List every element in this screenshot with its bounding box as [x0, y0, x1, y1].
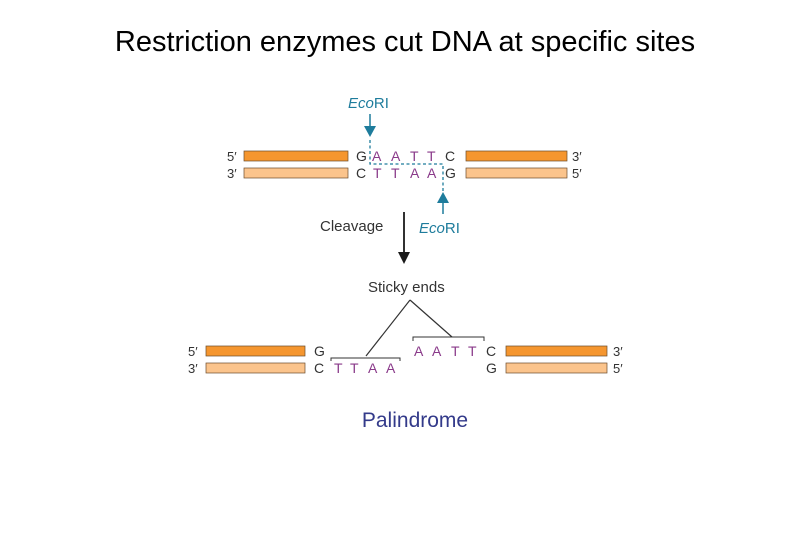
end-label: 5′ [188, 344, 198, 359]
base: A [368, 360, 378, 376]
base: G [356, 148, 367, 164]
base: A [427, 165, 437, 181]
end-label: 5′ [572, 166, 582, 181]
end-label: 5′ [227, 149, 237, 164]
base: T [410, 148, 419, 164]
base: T [468, 343, 477, 359]
base: T [427, 148, 436, 164]
base: T [334, 360, 343, 376]
base: A [410, 165, 420, 181]
cleavage-arrow-head [398, 252, 410, 264]
base: C [314, 360, 324, 376]
end-label: 3′ [227, 166, 237, 181]
base: A [432, 343, 442, 359]
overhang-bracket [412, 336, 485, 341]
base: G [486, 360, 497, 376]
dna-top-right [465, 150, 568, 179]
base: T [391, 165, 400, 181]
dna-left-fragment [205, 345, 306, 374]
overhang-bracket [330, 357, 401, 361]
ecori-label-bottom: EcoRI [419, 220, 460, 237]
dna-top-left [243, 150, 349, 179]
base: C [486, 343, 496, 359]
base: T [350, 360, 359, 376]
dna-right-fragment [505, 345, 608, 374]
end-label: 3′ [572, 149, 582, 164]
end-label: 5′ [613, 361, 623, 376]
callout-line [409, 299, 453, 338]
page-title: Restriction enzymes cut DNA at specific … [114, 26, 696, 58]
base: T [451, 343, 460, 359]
base: T [373, 165, 382, 181]
palindrome-label: Palindrome [361, 409, 469, 432]
base: A [372, 148, 382, 164]
base: C [445, 148, 455, 164]
base: G [445, 165, 456, 181]
base: A [414, 343, 424, 359]
end-label: 3′ [188, 361, 198, 376]
base: A [386, 360, 396, 376]
ecori-arrow-bottom-head [437, 192, 449, 203]
base: A [391, 148, 401, 164]
callout-line [365, 299, 411, 357]
base: C [356, 165, 366, 181]
cut-line [369, 140, 444, 194]
ecori-label-top: EcoRI [348, 95, 389, 112]
base: G [314, 343, 325, 359]
sticky-ends-label: Sticky ends [368, 279, 445, 296]
ecori-arrow-top-head [364, 126, 376, 137]
cleavage-label: Cleavage [320, 218, 383, 235]
end-label: 3′ [613, 344, 623, 359]
